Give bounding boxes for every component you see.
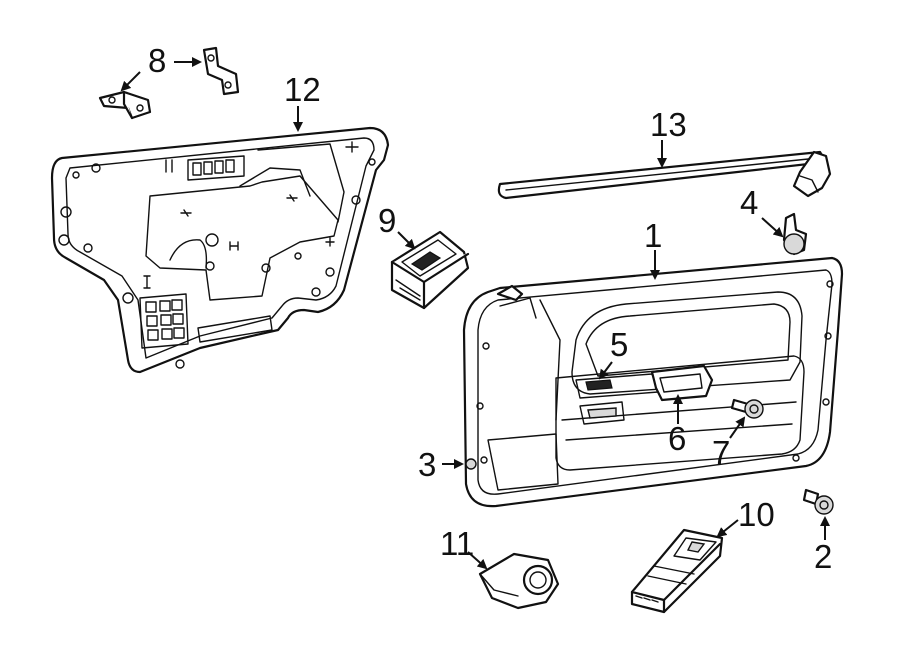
part-2-screw (802, 488, 834, 515)
leader-10 (716, 519, 739, 538)
part-11-switch-knob (478, 552, 560, 610)
part-10-window-switch (630, 528, 724, 614)
callout-10: 10 (738, 496, 775, 533)
part-7-screw (730, 398, 764, 419)
leader-11 (467, 551, 488, 570)
leader-9 (397, 231, 416, 250)
part-4-clip (782, 212, 808, 256)
leader-7 (729, 416, 746, 439)
callout-11: 11 (440, 525, 474, 562)
leader-4 (761, 217, 784, 238)
callout-4: 4 (740, 184, 758, 221)
part-8-bracket (98, 46, 240, 120)
callout-3: 3 (418, 446, 436, 483)
callout-labels: 1 2 3 4 5 6 7 8 9 10 11 12 13 (148, 42, 832, 575)
callout-1: 1 (644, 217, 662, 254)
callout-12: 12 (284, 71, 321, 108)
part-9-switch (390, 230, 470, 310)
callout-5: 5 (610, 326, 628, 363)
callout-8: 8 (148, 42, 166, 79)
callout-9: 9 (378, 202, 396, 239)
part-3-screw (465, 458, 477, 470)
leader-lines (120, 57, 830, 570)
part-12-inner-door-panel (50, 126, 390, 374)
leader-8a (120, 71, 141, 92)
part-1-door-trim-panel (462, 256, 844, 508)
callout-7: 7 (712, 434, 730, 471)
leader-5 (598, 361, 613, 380)
callout-13: 13 (650, 106, 687, 143)
callout-6: 6 (668, 420, 686, 457)
callout-2: 2 (814, 538, 832, 575)
part-13-weatherstrip (497, 150, 832, 200)
